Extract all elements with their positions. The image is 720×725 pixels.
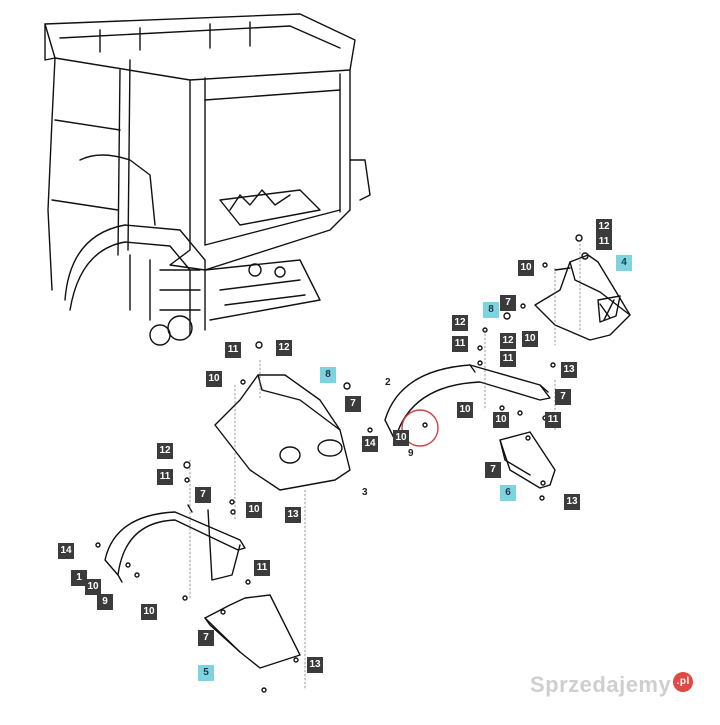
part-4-cover [534,234,631,341]
callout-6: 6 [500,485,516,501]
callout-11: 11 [225,342,241,358]
watermark-badge: .pl [673,672,694,692]
callout-10: 10 [518,260,534,276]
part-3-cover [214,341,351,491]
callout-1: 1 [71,570,87,586]
label-3: 3 [362,487,368,498]
callout-10: 10 [522,331,538,347]
callout-7: 7 [345,396,361,412]
callout-11: 11 [500,351,516,367]
callout-7: 7 [500,295,516,311]
watermark-text: Sprzedajemy [530,672,672,697]
callout-12: 12 [500,333,516,349]
callout-8: 8 [320,367,336,383]
callout-14: 14 [362,436,378,452]
callout-11: 11 [157,469,173,485]
callout-4: 4 [616,255,632,271]
callout-8: 8 [483,302,499,318]
callout-7: 7 [485,462,501,478]
callout-13: 13 [307,657,323,673]
callout-11: 11 [596,234,612,250]
callout-10: 10 [493,412,509,428]
callout-10: 10 [246,502,262,518]
callout-13: 13 [285,507,301,523]
part-5-bracket [204,594,301,669]
callout-13: 13 [561,362,577,378]
label-2: 2 [385,377,391,388]
callout-11: 11 [452,336,468,352]
part-6-bracket [499,431,556,489]
callout-10: 10 [457,402,473,418]
callout-10: 10 [85,579,101,595]
callout-13: 13 [564,494,580,510]
callout-11: 11 [254,560,270,576]
sprzedajemy-watermark: Sprzedajemy.pl [530,672,694,700]
tractor-cab-frame [44,13,371,346]
hardware-marks [95,262,556,693]
callout-10: 10 [393,430,409,446]
callout-7: 7 [198,630,214,646]
callout-12: 12 [276,340,292,356]
callout-12: 12 [596,219,612,235]
label-9: 9 [408,448,414,459]
callout-12: 12 [452,315,468,331]
callout-11: 11 [545,412,561,428]
callout-7: 7 [195,487,211,503]
part-2-fender [384,364,551,447]
part-1-fender [104,504,246,583]
callout-7: 7 [555,389,571,405]
callout-9: 9 [97,594,113,610]
callout-5: 5 [198,665,214,681]
callout-10: 10 [141,604,157,620]
callout-10: 10 [206,371,222,387]
callout-12: 12 [157,443,173,459]
callout-14: 14 [58,543,74,559]
